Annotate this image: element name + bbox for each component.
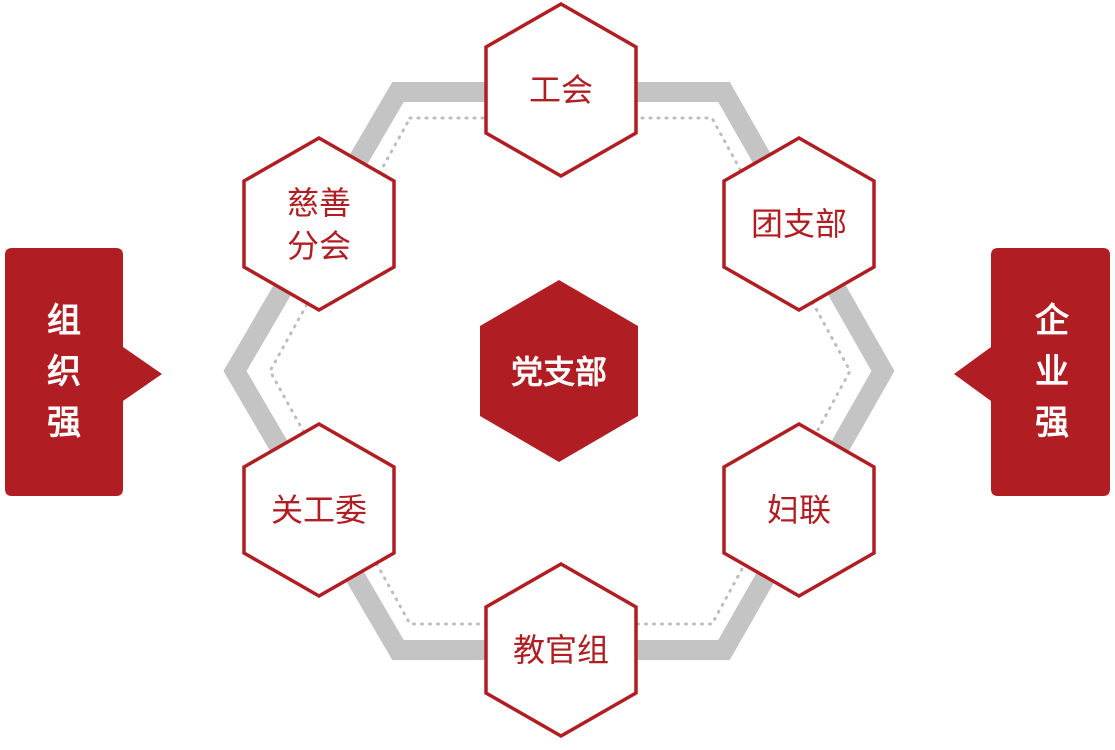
node-label: 教官组 (513, 631, 609, 669)
node-hexagon (722, 135, 876, 313)
node-label: 团支部 (751, 205, 847, 243)
right-callout-char: 企 (1035, 301, 1070, 341)
right-callout-char: 业 (1035, 352, 1069, 392)
center-hexagon (480, 280, 638, 462)
node-upper-left: 慈善 分会 (242, 135, 396, 313)
node-lower-left: 关工委 (242, 421, 396, 599)
outer-ring (223, 82, 895, 660)
center-node: 党支部 (480, 280, 638, 462)
node-top: 工会 (484, 1, 638, 179)
left-callout-char: 织 (47, 352, 81, 392)
left-callout-shape (5, 248, 162, 496)
node-label: 慈善 (287, 184, 351, 222)
node-label: 关工委 (271, 491, 367, 529)
node-bottom: 教官组 (484, 561, 638, 739)
node-hexagon (484, 561, 638, 739)
node-hexagon (242, 421, 396, 599)
node-label: 工会 (529, 71, 593, 109)
left-callout-char: 强 (47, 403, 81, 443)
node-label: 妇联 (767, 491, 831, 529)
center-label: 党支部 (511, 353, 607, 391)
left-callout-char: 组 (47, 301, 81, 341)
node-hexagon (722, 421, 876, 599)
node-lower-right: 妇联 (722, 421, 876, 599)
node-hexagon (484, 1, 638, 179)
right-callout-shape (954, 248, 1110, 496)
right-callout-char: 强 (1035, 403, 1069, 443)
node-label: 分会 (287, 227, 351, 265)
node-upper-right: 团支部 (722, 135, 876, 313)
node-hexagon (242, 135, 396, 313)
right-callout: 企 业 强 (954, 248, 1110, 496)
left-callout: 组 织 强 (5, 248, 162, 496)
